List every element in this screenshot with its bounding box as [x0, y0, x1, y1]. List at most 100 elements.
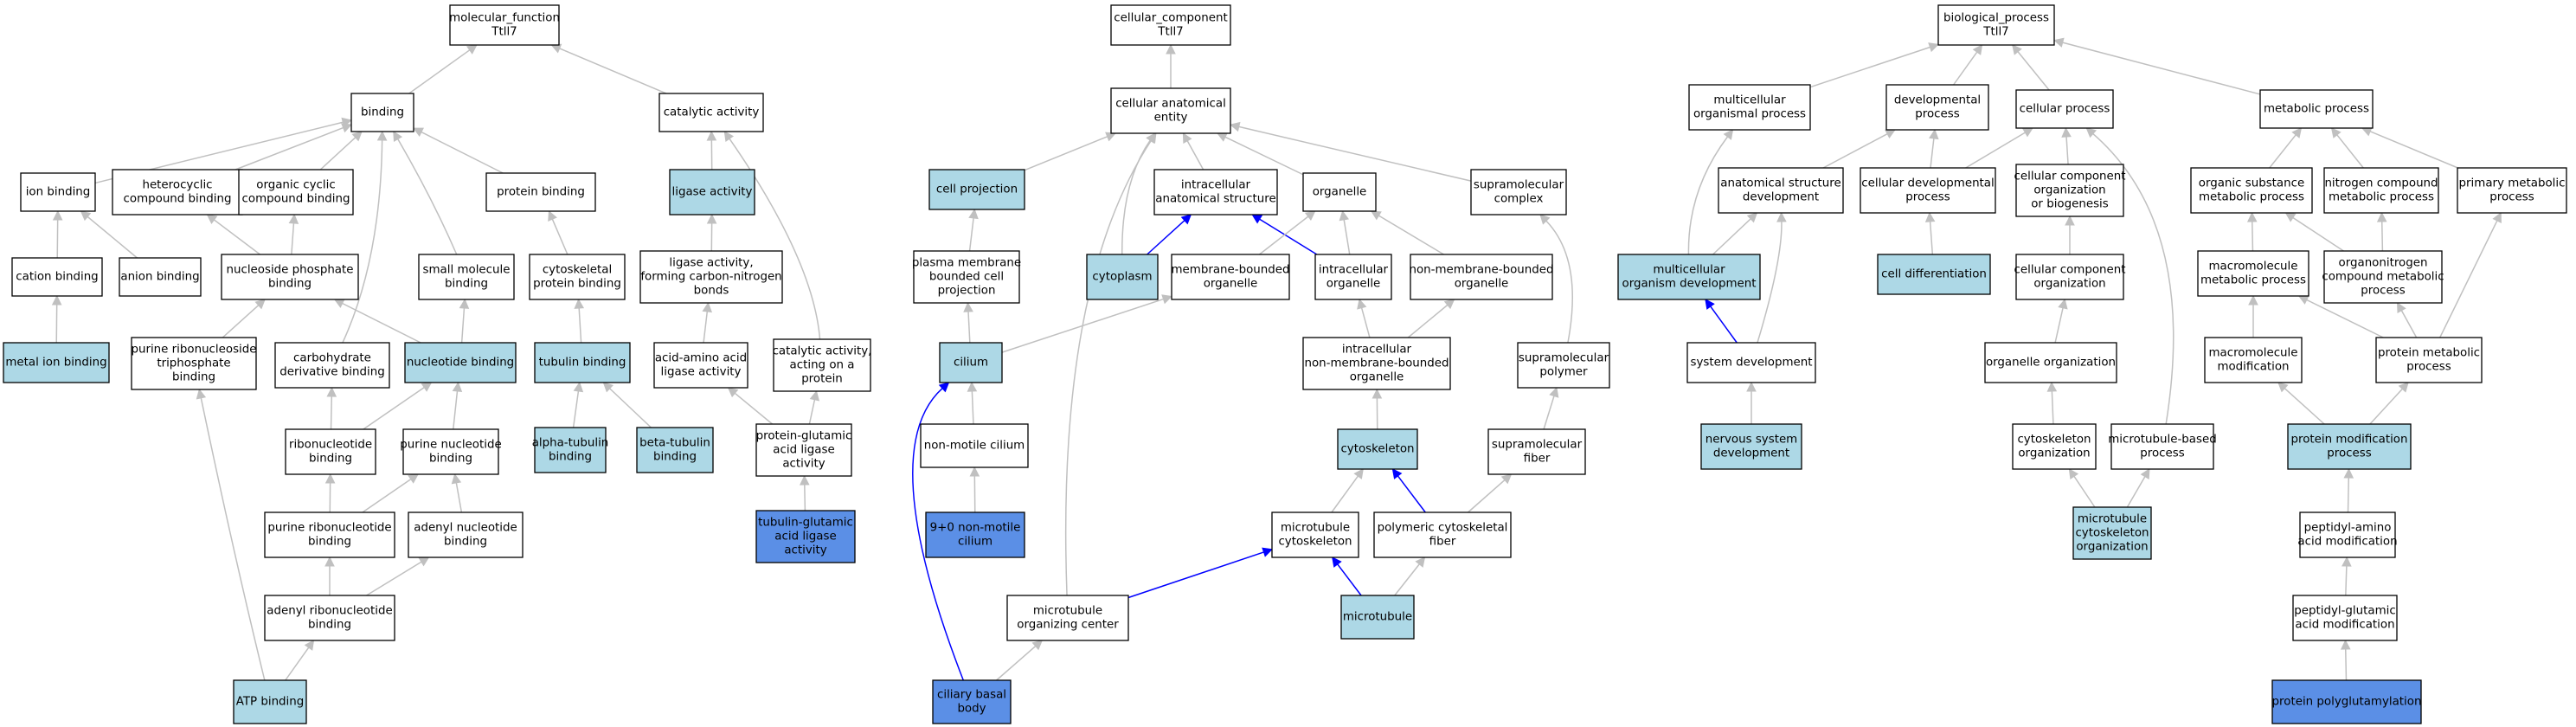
term-node-tubulin[interactable]: tubulin binding — [534, 342, 631, 383]
term-node-cytoskeleton[interactable]: cytoskeleton — [1337, 428, 1418, 470]
edge-line — [2017, 51, 2050, 91]
edge-arrowhead — [1031, 640, 1044, 651]
term-label: development — [1743, 191, 1819, 204]
term-node-cytoplasm[interactable]: cytoplasm — [1086, 254, 1159, 300]
term-node-cellproj[interactable]: cell projection — [928, 169, 1025, 210]
term-label: cellular anatomical — [1115, 98, 1226, 111]
term-node-orgorg[interactable]: organelle organization — [1984, 342, 2117, 383]
edge-cytoplasm-to-cae — [1121, 132, 1156, 255]
term-node-atp[interactable]: ATP binding — [233, 679, 307, 724]
edge-basal-to-cilium — [912, 382, 964, 681]
term-node-ligase[interactable]: ligase activity — [669, 169, 755, 216]
edge-arrowhead — [2022, 127, 2033, 138]
term-node-cilium[interactable]: cilium — [939, 342, 1003, 383]
term-node-celldiff[interactable]: cell differentiation — [1877, 254, 1991, 295]
term-label: acting on a — [790, 359, 855, 372]
term-node-catalytic[interactable]: catalytic activity — [658, 93, 764, 132]
term-node-binding[interactable]: binding — [350, 93, 414, 132]
term-node-ionb[interactable]: ion binding — [20, 172, 96, 212]
term-box — [653, 342, 748, 389]
edge-cilium-to-pmbcp — [963, 301, 973, 344]
term-node-metalion[interactable]: metal ion binding — [3, 342, 110, 383]
edge-basal-to-mtoc — [996, 640, 1044, 681]
term-node-intranonmemb[interactable]: intracellularnon-membrane-boundedorganel… — [1302, 337, 1451, 390]
term-node-microtubule[interactable]: microtubule — [1340, 595, 1415, 640]
term-label: activity — [782, 458, 825, 471]
edge-line — [2065, 136, 2069, 165]
term-node-organelle[interactable]: organelle — [1302, 172, 1377, 212]
term-node-nonmotile[interactable]: non-motile cilium — [920, 423, 1029, 468]
term-box — [11, 257, 103, 297]
term-node-metabproc[interactable]: metabolic process — [2259, 89, 2374, 129]
edge-arrowhead — [1304, 210, 1316, 222]
term-node-sysdev[interactable]: system development — [1686, 342, 1816, 383]
edge-intranonmemb-to-nonmemb — [1407, 299, 1455, 338]
term-node-nucleotide[interactable]: nucleotide binding — [404, 342, 517, 383]
term-box — [1302, 172, 1377, 212]
term-node-cation[interactable]: cation binding — [11, 257, 103, 297]
term-box — [1937, 4, 2055, 46]
term-node-protb[interactable]: protein binding — [485, 172, 596, 212]
term-node-polyglu[interactable]: protein polyglutamylation — [2271, 679, 2422, 724]
term-node-cellproc[interactable]: cellular process — [2015, 89, 2114, 129]
term-node-anion[interactable]: anion binding — [119, 257, 202, 297]
term-node-ligcn[interactable]: ligase activity,forming carbon-nitrogenb… — [639, 250, 783, 304]
